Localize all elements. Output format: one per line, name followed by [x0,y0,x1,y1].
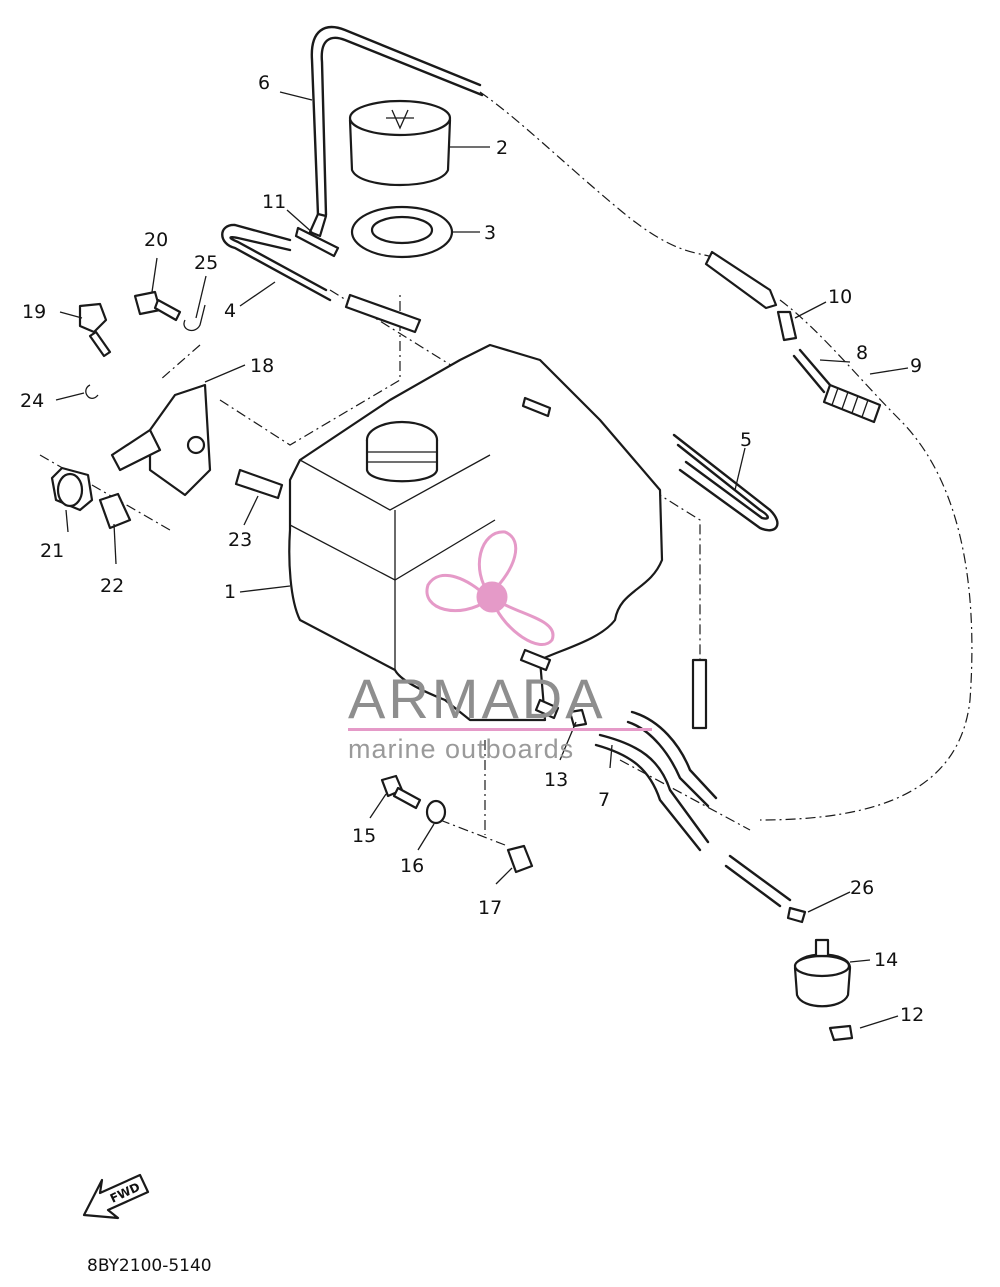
callout-8[interactable]: 8 [856,342,868,364]
part-9-spring-clip[interactable] [822,383,882,424]
part-4-hose[interactable] [221,223,422,334]
part-7-hose[interactable] [594,710,718,852]
part-26-clamp[interactable] [724,854,807,924]
part-24-clip[interactable] [85,384,99,399]
part-13-clamp[interactable] [568,708,588,728]
callout-5[interactable]: 5 [740,429,752,451]
watermark-tagline: marine outboards [348,734,574,764]
part-2-filler-cap[interactable] [348,99,452,187]
callout-14[interactable]: 14 [874,949,898,971]
callout-20[interactable]: 20 [144,229,168,251]
callout-6[interactable]: 6 [258,72,270,94]
callout-7[interactable]: 7 [598,789,610,811]
part-11-t-joint[interactable] [294,212,340,258]
part-25-clip[interactable] [183,304,206,332]
part-3-gasket[interactable] [350,205,454,259]
watermark-brand: ARMADA [348,667,606,730]
callout-15[interactable]: 15 [352,825,376,847]
part-18-bracket[interactable] [110,383,212,497]
callout-3[interactable]: 3 [484,222,496,244]
part-10-joint[interactable] [704,250,798,342]
callout-4[interactable]: 4 [224,300,236,322]
callout-23[interactable]: 23 [228,529,252,551]
callout-16[interactable]: 16 [400,855,424,877]
assembly-guide-lines [39,91,973,846]
callout-24[interactable]: 24 [20,390,44,412]
callout-2[interactable]: 2 [496,137,508,159]
part-12-clamp[interactable] [828,1024,854,1042]
callout-12[interactable]: 12 [900,1004,924,1026]
callout-21[interactable]: 21 [40,540,64,562]
callout-17[interactable]: 17 [478,897,502,919]
part-6-vent-hose[interactable] [310,25,484,217]
callout-1[interactable]: 1 [224,581,236,603]
callout-11[interactable]: 11 [262,191,286,213]
part-22-collar[interactable] [98,492,132,530]
leader-lines [55,91,909,1029]
callout-25[interactable]: 25 [194,252,218,274]
callout-19[interactable]: 19 [22,301,46,323]
armada-watermark: ARMADA marine outboards [348,530,652,764]
propeller-logo-icon [425,530,555,647]
part-20-bolt[interactable] [133,290,182,322]
callout-18[interactable]: 18 [250,355,274,377]
callout-9[interactable]: 9 [910,355,922,377]
callout-labels: 1 2 3 4 5 6 7 8 9 10 11 12 13 14 15 16 1… [20,72,924,1026]
part-23-pin[interactable] [234,468,284,500]
part-17-grommet[interactable] [506,844,534,874]
callout-22[interactable]: 22 [100,575,124,597]
part-21-grommet[interactable] [50,466,94,512]
callout-10[interactable]: 10 [828,286,852,308]
diagram-reference-code: 8BY2100-5140 [87,1256,212,1276]
callout-13[interactable]: 13 [544,769,568,791]
part-16-washer[interactable] [425,799,447,825]
part-5-u-hose[interactable] [672,433,779,730]
part-8-hose[interactable] [792,348,832,394]
part-19-bolt[interactable] [78,302,112,358]
part-14-filter[interactable] [793,938,852,1008]
callout-26[interactable]: 26 [850,877,874,899]
part-1-reservoir-tank[interactable] [288,343,664,722]
part-15-bolt[interactable] [380,774,422,810]
forward-arrow: FWD [82,1173,150,1220]
